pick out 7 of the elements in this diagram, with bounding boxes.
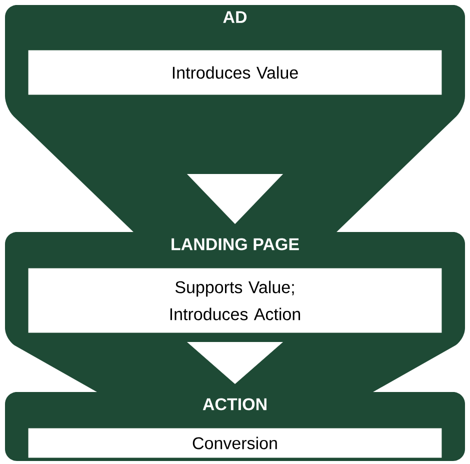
text-box: Introduces Value bbox=[28, 50, 442, 96]
text-box: Conversion bbox=[28, 428, 442, 458]
text-box: Supports Value; Introduces Action bbox=[28, 268, 442, 334]
node-label: ACTION bbox=[202, 398, 266, 410]
arrow bbox=[187, 342, 283, 384]
node-label: LANDING PAGE bbox=[172, 238, 299, 250]
arrow bbox=[187, 174, 283, 224]
